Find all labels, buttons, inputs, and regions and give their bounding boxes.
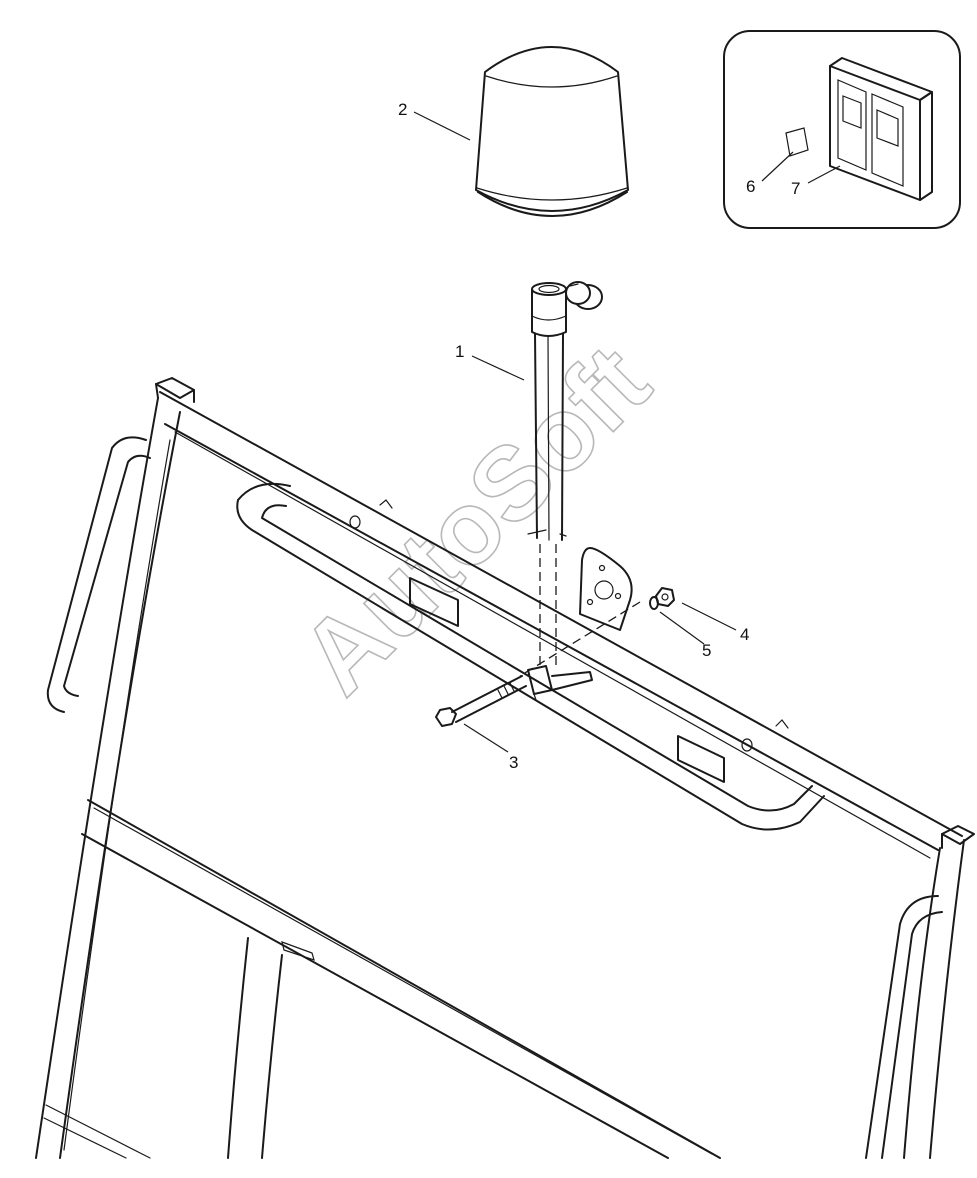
callouts: 1 2 3 4 5 6 7 [398, 100, 800, 772]
switch-inset [723, 30, 961, 229]
pole-bracket [527, 665, 593, 701]
callout-7: 7 [791, 179, 800, 198]
callout-6: 6 [746, 177, 755, 196]
callout-4: 4 [740, 625, 749, 644]
callout-5: 5 [702, 641, 711, 660]
leader-lines [413, 111, 841, 753]
switch-decal [785, 127, 809, 157]
front-grab-handle [236, 482, 825, 831]
washer [649, 596, 659, 610]
callout-3: 3 [509, 753, 518, 772]
rocker-switch [829, 57, 933, 201]
frame-details [349, 515, 753, 783]
right-handrail [865, 895, 943, 1159]
callout-2: 2 [398, 100, 407, 119]
assembly-lines [519, 544, 641, 677]
bolt [435, 675, 527, 727]
mounting-plate [579, 547, 633, 631]
beacon-lamp-cover [475, 46, 629, 217]
beacon-pole [527, 281, 603, 541]
left-handrail [46, 436, 151, 713]
callout-1: 1 [455, 342, 464, 361]
cab-frame [35, 377, 975, 1159]
